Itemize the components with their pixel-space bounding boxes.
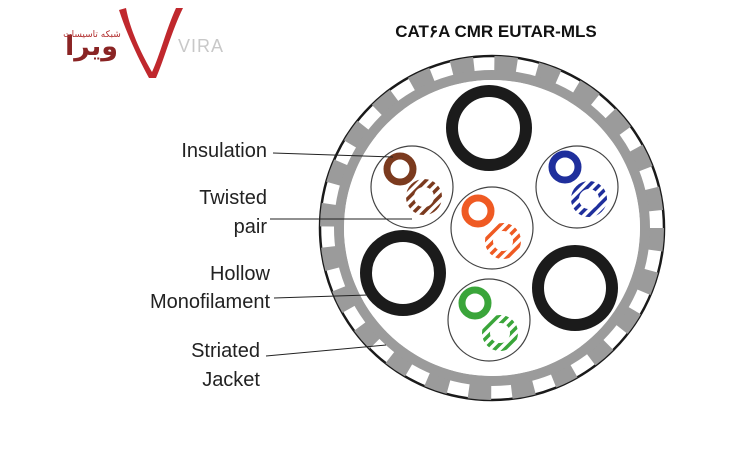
- twisted-pair-brown: [370, 145, 454, 229]
- brand-logo: ویرا شبکه تاسیسات VIRA: [63, 8, 224, 78]
- logo-persian-name: ویرا: [65, 31, 118, 62]
- twisted-pair-green: [447, 278, 531, 362]
- hollow-monofilament-right: [532, 245, 618, 331]
- label-insulation: Insulation: [181, 140, 267, 162]
- logo-check-mark-icon: [119, 8, 183, 78]
- logo-latin-name: VIRA: [178, 36, 224, 56]
- label-hollow-line1: Hollow: [210, 263, 271, 285]
- twisted-pair-blue: [535, 145, 619, 229]
- logo-persian-tagline: شبکه تاسیسات: [63, 30, 121, 40]
- label-striated-line1: Striated: [191, 340, 260, 362]
- label-twisted-line2: pair: [234, 216, 268, 238]
- label-hollow-line2: Monofilament: [150, 291, 271, 313]
- leader-line-hollow-monofilament: [273, 294, 369, 299]
- diagram-title: CAT۶A CMR EUTAR-MLS: [395, 22, 596, 41]
- twisted-pair-orange: [450, 186, 534, 270]
- hollow-monofilament-left: [360, 230, 446, 316]
- label-striated-line2: Jacket: [202, 369, 260, 391]
- label-twisted-line1: Twisted: [199, 187, 267, 209]
- leader-line-striated-jacket: [265, 344, 387, 357]
- hollow-monofilament-top: [446, 85, 532, 171]
- leader-line-insulation: [272, 152, 394, 158]
